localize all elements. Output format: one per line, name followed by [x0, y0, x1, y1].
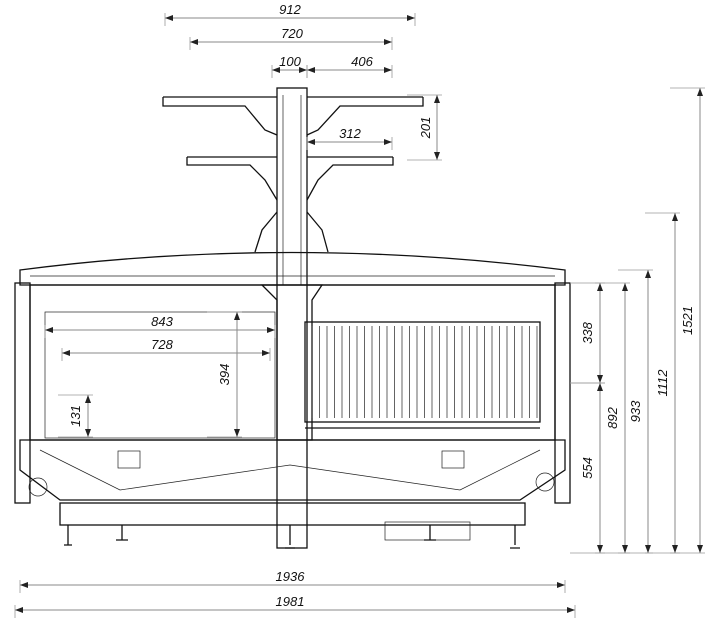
- dimension-shelf-arm-top: 406: [306, 54, 393, 78]
- dimension-label: 1981: [276, 594, 305, 609]
- chest-freezer-body: [14, 251, 571, 549]
- dimension-label: 843: [151, 314, 173, 329]
- top-shelf-right: [306, 96, 424, 136]
- central-column: [276, 87, 308, 549]
- dimension-label: 1936: [276, 569, 306, 584]
- lower-shelf-right: [306, 156, 394, 201]
- right-basket-grille: [304, 321, 541, 423]
- dimension-label: 100: [279, 54, 301, 69]
- dimension-basket-outer-width: 843: [44, 314, 276, 338]
- dimension-shelf-spacing: 201: [407, 94, 442, 161]
- dimension-glass-height: 338: [570, 282, 605, 384]
- dimension-label: 338: [580, 321, 595, 343]
- dimension-shelf-inner-width: 720: [189, 26, 393, 50]
- dimension-label: 912: [279, 2, 301, 17]
- dimension-body-width: 1936: [19, 569, 566, 593]
- top-shelf-left: [162, 96, 278, 136]
- dimension-shelf-outer-width: 912: [164, 2, 416, 26]
- dimension-basket-inner-width: 728: [61, 337, 271, 361]
- glass-lid: [19, 251, 566, 286]
- dimension-label: 728: [151, 337, 173, 352]
- left-basket: [44, 311, 276, 439]
- dimension-label: 933: [628, 400, 643, 422]
- dimension-label: 720: [281, 26, 303, 41]
- dimension-label: 406: [351, 54, 373, 69]
- dimension-label: 1521: [680, 306, 695, 335]
- dimension-label: 131: [68, 405, 83, 427]
- dimension-basket-low-level: 131: [58, 394, 93, 438]
- dimension-column-base-height: 1112: [645, 212, 680, 554]
- dimension-total-height: 1521: [670, 87, 705, 554]
- base-frame: [59, 502, 526, 526]
- right-end-panel: [554, 282, 571, 504]
- dimension-column-width: 100: [271, 54, 308, 78]
- tub-frame: [19, 439, 566, 501]
- left-end-panel: [14, 282, 31, 504]
- dimension-total-width: 1981: [14, 594, 576, 618]
- dimension-label: 1112: [655, 369, 670, 397]
- dimension-label: 892: [605, 406, 620, 428]
- dimension-lid-height: 933: [618, 269, 653, 554]
- dimension-label: 554: [580, 457, 595, 479]
- dimension-basket-depth: 394: [207, 311, 242, 438]
- dimension-tub-rim-height: 554: [570, 382, 605, 554]
- dimension-label: 312: [339, 126, 361, 141]
- dimension-label: 201: [418, 117, 433, 140]
- dimension-body-height: 892: [595, 282, 630, 554]
- dimension-label: 394: [217, 364, 232, 386]
- lower-shelf-left: [186, 156, 278, 201]
- dimension-shelf-arm-lower: 312: [306, 126, 393, 150]
- dimension-lines: 912 720 100 406 201 312 843 728 394 131 338 554 892 9…: [14, 2, 705, 618]
